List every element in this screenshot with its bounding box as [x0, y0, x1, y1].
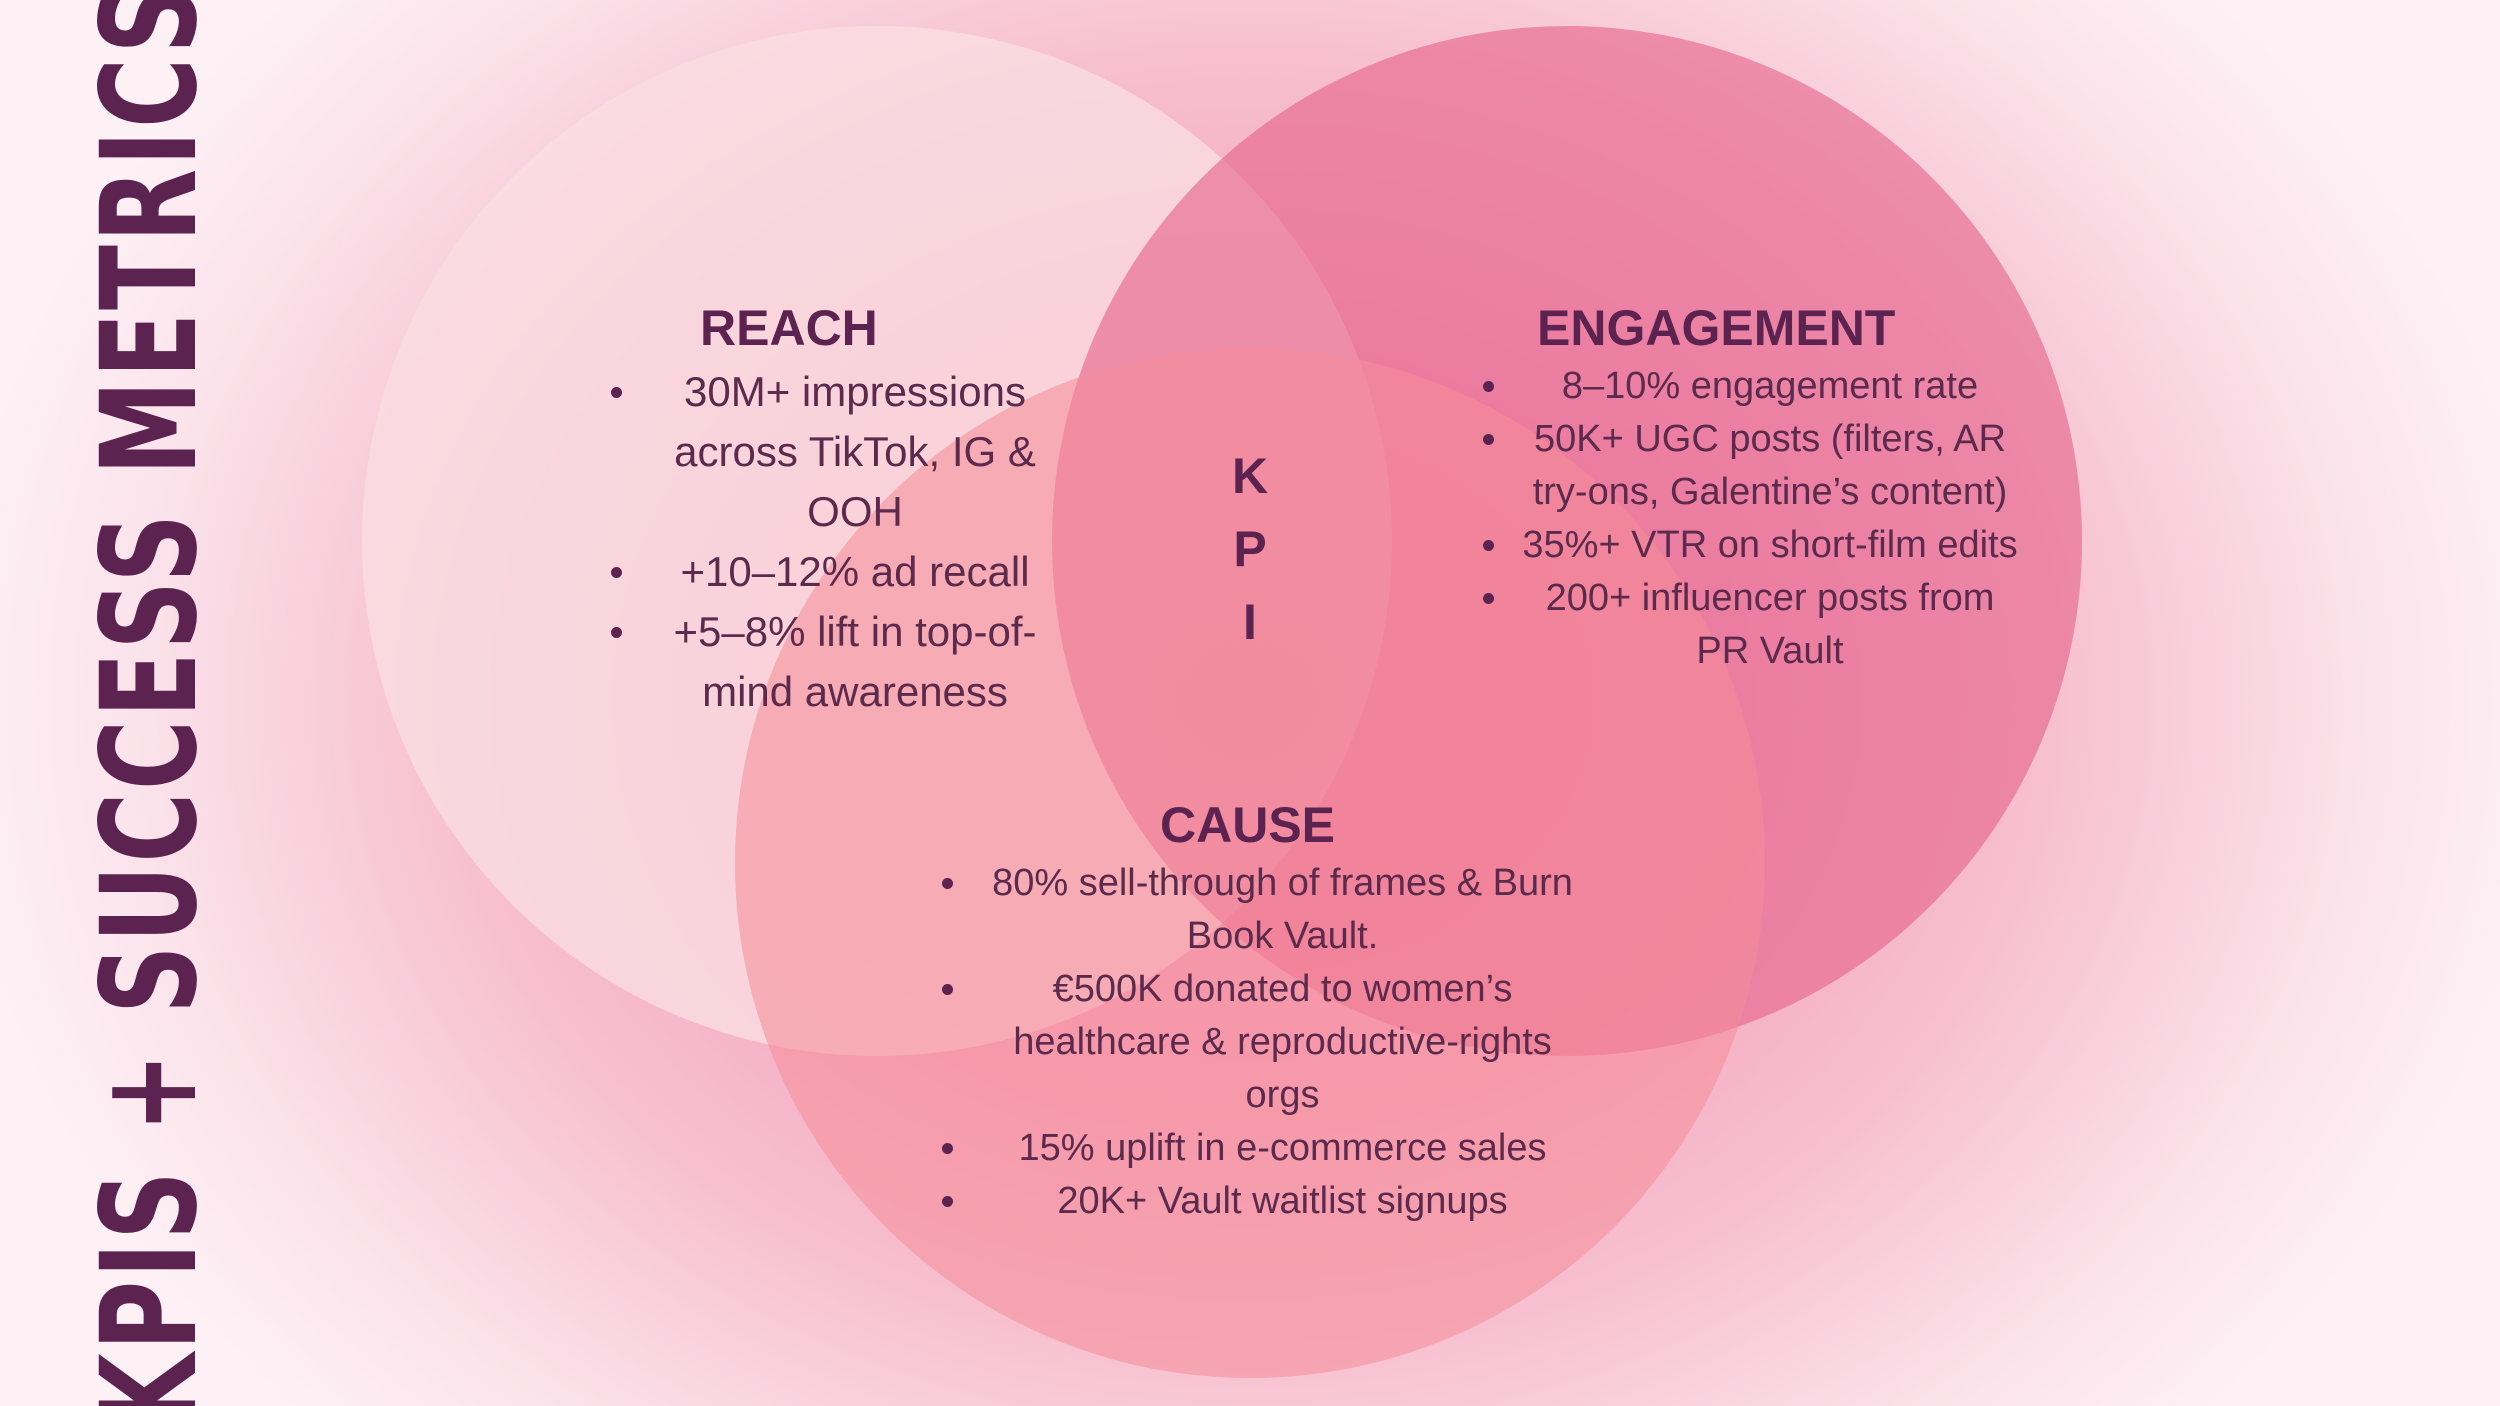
kpi-center-label: K P I: [1210, 440, 1290, 659]
bullet-dot: [1483, 381, 1494, 392]
bullet-dot: [942, 878, 953, 889]
reach-item: +10–12% ad recall: [585, 542, 1065, 602]
bullet-dot: [611, 387, 622, 398]
reach-item: 30M+ impressions across TikTok, IG & OOH: [585, 362, 1065, 542]
engagement-group: ENGAGEMENT 8–10% engagement rate 50K+ UG…: [1465, 298, 2025, 678]
slide-title: KPIS + SUCCESS METRICS: [73, 0, 227, 1406]
cause-list: 80% sell-through of frames & Burn Book V…: [920, 857, 1580, 1228]
cause-item: 15% uplift in e-commerce sales: [920, 1122, 1580, 1175]
reach-title: REACH: [700, 300, 878, 356]
bullet-dot: [1483, 540, 1494, 551]
engagement-item: 35%+ VTR on short-film edits: [1465, 519, 2025, 572]
bullet-dot: [611, 627, 622, 638]
engagement-item: 50K+ UGC posts (filters, AR try-ons, Gal…: [1465, 413, 2025, 519]
engagement-item: 200+ influencer posts from PR Vault: [1465, 572, 2025, 678]
engagement-list: 8–10% engagement rate 50K+ UGC posts (fi…: [1465, 360, 2025, 678]
cause-title: CAUSE: [1160, 797, 1336, 853]
cause-item: 20K+ Vault waitlist signups: [920, 1175, 1580, 1228]
kpi-letter: P: [1233, 521, 1267, 577]
reach-list: 30M+ impressions across TikTok, IG & OOH…: [585, 362, 1065, 722]
bullet-dot: [942, 1196, 953, 1207]
cause-item: 80% sell-through of frames & Burn Book V…: [920, 857, 1580, 963]
cause-item: €500K donated to women’s healthcare & re…: [920, 963, 1580, 1122]
bullet-dot: [1483, 593, 1494, 604]
cause-circle: [735, 348, 1765, 1378]
bullet-dot: [611, 567, 622, 578]
reach-group: REACH 30M+ impressions across TikTok, IG…: [585, 298, 1065, 722]
reach-item: +5–8% lift in top-of-mind awareness: [585, 602, 1065, 722]
bullet-dot: [942, 984, 953, 995]
kpi-letter: I: [1243, 594, 1257, 650]
engagement-item: 8–10% engagement rate: [1465, 360, 2025, 413]
bullet-dot: [1483, 434, 1494, 445]
engagement-title: ENGAGEMENT: [1537, 300, 1896, 356]
bullet-dot: [942, 1143, 953, 1154]
kpi-letter: K: [1231, 448, 1269, 504]
cause-group: CAUSE 80% sell-through of frames & Burn …: [920, 795, 1580, 1228]
